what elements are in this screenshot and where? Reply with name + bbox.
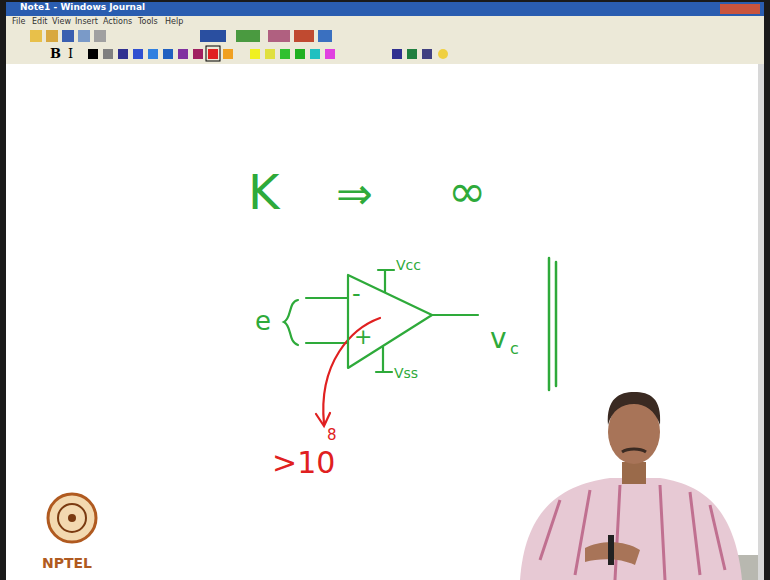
drawing-part — [392, 49, 402, 59]
supply-pin-name: Vss — [394, 366, 418, 380]
drawing-part — [548, 258, 551, 390]
supply-pin-name: Vcc — [396, 258, 421, 272]
drawing-part — [316, 413, 330, 426]
output-subscript: c — [510, 341, 519, 357]
drawing-part — [200, 30, 226, 42]
drawing-part — [432, 314, 478, 316]
drawing-part — [48, 494, 96, 542]
logo-text: NPTEL — [42, 556, 92, 570]
drawing-part — [103, 49, 113, 59]
drawing-part — [78, 30, 90, 42]
opamp-triangle: -+ — [340, 268, 440, 378]
drawing-part — [206, 46, 220, 61]
output-voltage: v — [490, 325, 507, 353]
drawing-part — [622, 462, 646, 484]
drawing-part — [540, 485, 725, 580]
drawing-part — [310, 49, 320, 59]
input-polarity: + — [354, 326, 372, 348]
drawing-part — [622, 449, 646, 452]
drawing-part — [236, 30, 260, 42]
drawing-part — [30, 30, 42, 42]
drawing-part — [148, 49, 158, 59]
drawing-part — [608, 535, 614, 565]
drawing-part — [208, 49, 218, 59]
drawing-part — [382, 347, 384, 372]
menu-item: Help — [165, 18, 183, 26]
window-title: Note1 - Windows Journal — [20, 3, 145, 12]
drawing-part — [325, 49, 335, 59]
drawing-part — [88, 49, 98, 59]
drawing-part — [407, 49, 417, 59]
drawing-part — [422, 49, 432, 59]
italic-button: I — [68, 47, 73, 60]
drawing-part — [294, 30, 314, 42]
drawing-part — [384, 270, 386, 292]
menu-item: View — [52, 18, 71, 26]
title-bar — [6, 2, 764, 16]
opamp-outline-shape — [348, 275, 432, 368]
menu-item: Insert — [75, 18, 98, 26]
drawing-part — [250, 49, 260, 59]
window-buttons — [720, 4, 760, 14]
drawing-part — [68, 514, 76, 522]
gain-value: >10 — [272, 448, 335, 478]
infinity-symbol: ∞ — [448, 168, 486, 214]
lecturer — [520, 392, 758, 580]
drawing-part — [46, 30, 58, 42]
menu-item: Actions — [103, 18, 132, 26]
drawing-part — [62, 30, 74, 42]
drawing-part — [323, 318, 380, 424]
opamp-wiring — [284, 258, 556, 390]
canvas — [6, 64, 758, 580]
input-polarity: - — [352, 282, 361, 306]
drawing-part — [520, 478, 742, 580]
menu-item: Edit — [32, 18, 48, 26]
drawing-part — [223, 49, 233, 59]
drawing-part — [438, 49, 448, 59]
toolbar-icons — [30, 30, 332, 42]
drawing-part — [265, 49, 275, 59]
color-palette — [88, 46, 448, 61]
drawing-part — [193, 49, 203, 59]
drawing-part — [118, 49, 128, 59]
menu-item: Tools — [138, 18, 158, 26]
scrollbar — [758, 64, 764, 580]
drawing-part — [555, 262, 558, 386]
drawing-part — [318, 30, 332, 42]
drawing-part — [378, 269, 394, 271]
bold-button: B — [50, 47, 61, 60]
drawing-part — [178, 49, 188, 59]
gain-symbol: K — [248, 168, 279, 216]
menu-item: File — [12, 18, 25, 26]
drawing-part — [295, 49, 305, 59]
drawing-part — [58, 504, 86, 532]
drawing-part — [163, 49, 173, 59]
drawing-part — [280, 49, 290, 59]
nptel-logo — [48, 494, 96, 542]
input-voltage: e — [255, 308, 271, 334]
drawing-part — [94, 30, 106, 42]
drawing-part — [376, 371, 392, 373]
drawing-part — [268, 30, 290, 42]
exponent: 8 — [327, 428, 337, 443]
brace — [284, 300, 298, 345]
toolbar-panel — [6, 16, 764, 64]
drawing-part — [608, 392, 660, 425]
implies-arrow: ⇒ — [336, 172, 373, 216]
drawing-part — [306, 342, 348, 344]
drawing-part — [133, 49, 143, 59]
drawing-part — [306, 297, 348, 299]
